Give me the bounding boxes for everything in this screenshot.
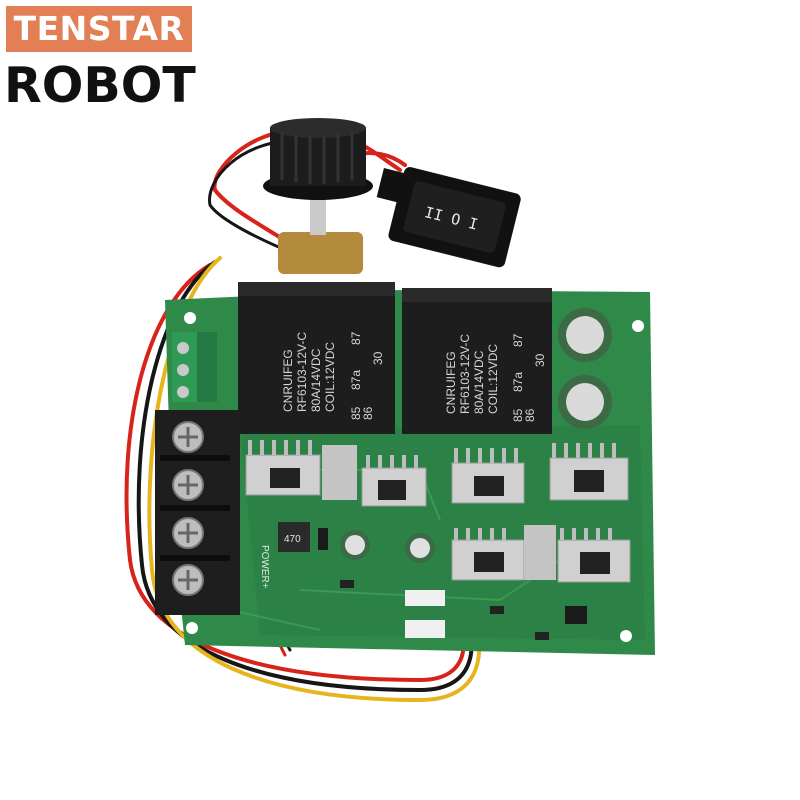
smd-diode xyxy=(318,528,328,550)
relay-left-line1: CNRUIFEG xyxy=(281,349,295,412)
wire-yellow-loop xyxy=(147,256,482,703)
relay-right-pin-b: 30 xyxy=(533,353,547,367)
capacitors xyxy=(340,308,612,563)
switch-lead xyxy=(376,168,406,203)
smd-part xyxy=(535,632,549,640)
screw-slots xyxy=(178,427,198,590)
relay-left: CNRUIFEG RF6103-12V-C 80A/14VDC COIL:12V… xyxy=(238,282,395,434)
pot-body xyxy=(278,232,363,274)
heatsink-plate xyxy=(524,525,556,580)
relay-left-pin-a: 87 xyxy=(349,331,363,345)
relay-right-pin-e: 86 xyxy=(523,408,537,422)
terminal-screw xyxy=(177,342,189,354)
terminal-side xyxy=(197,332,217,402)
relay-right: CNRUIFEG RF6103-12V-C 80A/14VDC COIL:12V… xyxy=(402,288,552,434)
mount-hole xyxy=(632,320,644,332)
relay-right-pin-d: 85 xyxy=(511,408,525,422)
power-terminal-block xyxy=(155,410,240,615)
mount-hole xyxy=(186,622,198,634)
small-components: 470 xyxy=(278,522,587,640)
signal-terminal-block xyxy=(172,332,217,402)
mosfet xyxy=(245,440,321,496)
capacitor-large-top xyxy=(566,316,604,354)
jst-connector xyxy=(405,620,445,638)
relay-right-pin-c: 87a xyxy=(511,372,525,392)
mount-hole xyxy=(184,312,196,324)
smd-chip xyxy=(565,606,587,624)
relay-right-line3: 80A/14VDC xyxy=(472,350,486,414)
brand-wordmark: ROBOT xyxy=(4,57,196,114)
jst-connector xyxy=(405,590,445,606)
wire-black-pot xyxy=(208,138,302,258)
knob-top xyxy=(270,118,366,138)
relay-right-top xyxy=(402,288,552,302)
relay-left-pin-b: 30 xyxy=(371,351,385,365)
relay-right-body xyxy=(402,288,552,434)
relay-left-pin-d: 85 xyxy=(349,406,363,420)
mosfet xyxy=(451,528,525,581)
brand-badge: TENSTAR xyxy=(6,6,192,52)
knob-ridges xyxy=(280,132,354,184)
rocker-switch: II O I xyxy=(388,167,521,268)
terminal-screw xyxy=(177,364,189,376)
smd-part xyxy=(340,580,354,588)
mosfet xyxy=(557,528,631,583)
mount-hole xyxy=(620,630,632,642)
relay-right-line1: CNRUIFEG xyxy=(444,351,458,414)
heatsink-plate xyxy=(322,445,357,500)
terminal-screw xyxy=(177,386,189,398)
capacitor-small-top xyxy=(410,538,430,558)
relay-right-line4: COIL:12VDC xyxy=(486,344,500,414)
capacitor-small-top xyxy=(345,535,365,555)
inductor xyxy=(278,522,310,552)
smd-part xyxy=(490,606,504,614)
mosfet xyxy=(549,443,629,501)
relay-left-pin-e: 86 xyxy=(361,406,375,420)
relay-right-pin-a: 87 xyxy=(511,333,525,347)
barrier-rib xyxy=(160,555,230,561)
pot-shaft xyxy=(310,195,326,235)
capacitor-large-top xyxy=(566,383,604,421)
relay-left-pin-c: 87a xyxy=(349,370,363,390)
inductor-marking: 470 xyxy=(284,534,301,545)
board-silkscreen: POWER+ xyxy=(259,545,270,589)
mosfet-heatsinks xyxy=(245,440,631,583)
relay-left-line4: COIL:12VDC xyxy=(323,342,337,412)
relay-left-top xyxy=(238,282,395,296)
mosfet xyxy=(451,448,525,504)
potentiometer xyxy=(263,118,373,274)
relay-left-line2: RF6103-12V-C xyxy=(295,332,309,412)
barrier-rib xyxy=(160,505,230,511)
barrier-rib xyxy=(160,455,230,461)
relay-left-line3: 80A/14VDC xyxy=(309,348,323,412)
switch-rocker xyxy=(403,181,506,253)
relay-left-body xyxy=(238,282,395,434)
mosfet xyxy=(361,455,427,507)
relay-right-line2: RF6103-12V-C xyxy=(458,334,472,414)
